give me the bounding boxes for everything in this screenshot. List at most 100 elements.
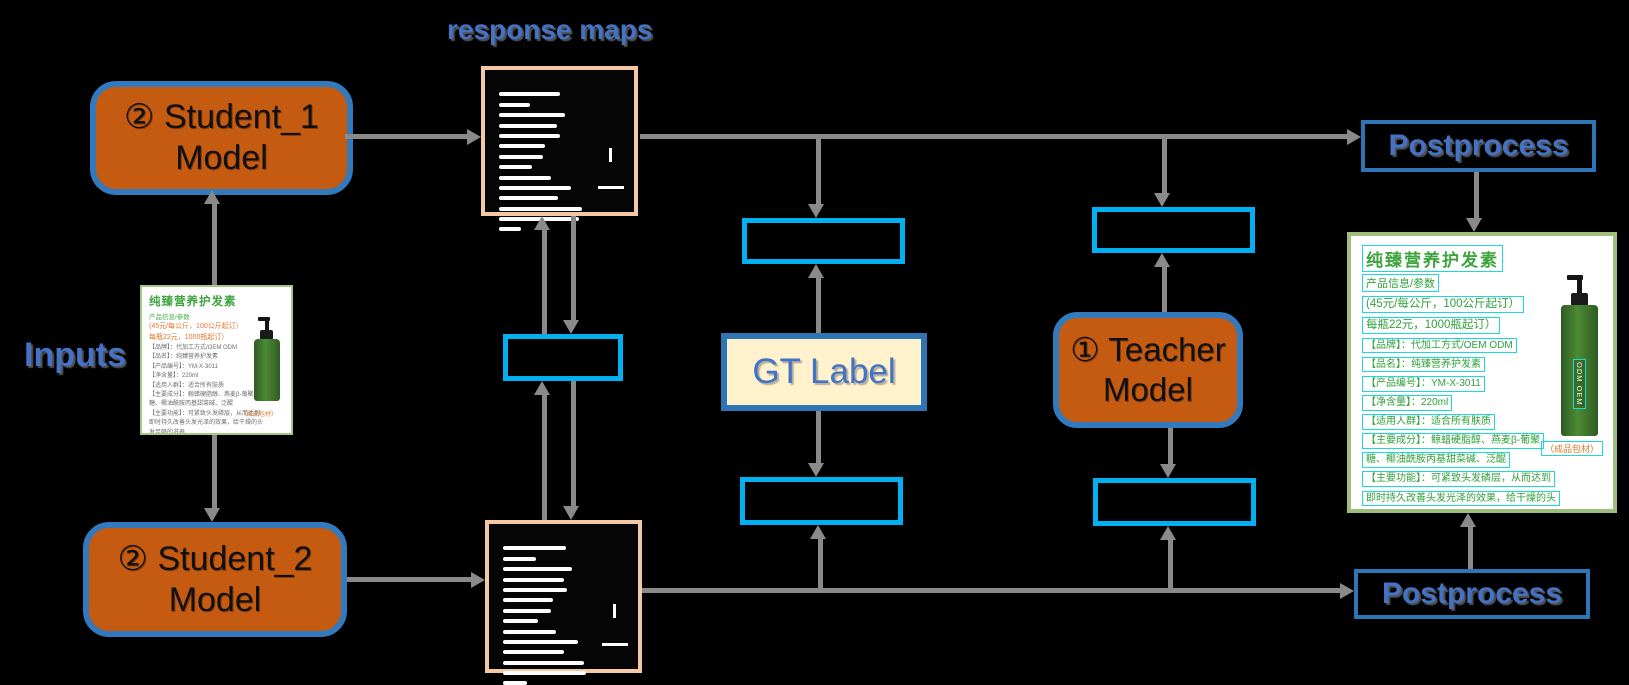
input-product-image: 纯臻营养护发素 产品信息/参数 (45元/每公斤，100公斤起订）每瓶22元，1… — [140, 285, 293, 435]
output-product-card: 纯臻营养护发素 产品信息/参数 (45元/每公斤，100公斤起订） 每瓶22元，1… — [1347, 232, 1617, 513]
response-line — [503, 556, 537, 561]
output-product-lines: (45元/每公斤，100公斤起订）每瓶22元，1000瓶起订）【品牌】：代加工方… — [1362, 295, 1605, 509]
input-product-text-line: 【品牌】：代加工方式/OEM ODM — [149, 344, 237, 351]
output-product-text-line: 糖、椰油酰胺丙基甜菜碱、泛醌 — [1362, 452, 1510, 468]
response-line — [503, 567, 572, 572]
output-product-text-line: 【主要成分】：鲸蜡硬脂醇、燕麦β-葡聚 — [1362, 433, 1545, 449]
response-line — [499, 227, 522, 232]
input-product-text-line: 【适用人群】：适合所有肤质 — [149, 382, 225, 389]
input-product-lines: (45元/每公斤，100公斤起订）每瓶22元，1000瓶起订）【品牌】：代加工方… — [149, 322, 286, 433]
output-product-text-line: 【品名】：纯臻营养护发素 — [1362, 356, 1485, 373]
arrow-teacher-to-teacherloss-bottom-head — [1160, 464, 1176, 478]
loss-box-teacher-top — [1092, 207, 1255, 253]
teacher-label-line1: ① Teacher — [1070, 331, 1226, 369]
arrow-input-to-student1-line — [212, 203, 217, 285]
gt-label-node: GT Label — [721, 333, 927, 411]
output-product-text-line: 即时持久改善头发光泽的效果，给干燥的头 — [1362, 490, 1560, 507]
diagram-title: response maps — [447, 14, 653, 45]
input-product-text-line: 【产品编号】：YM-X-3011 — [149, 363, 218, 370]
pump-collar-icon — [260, 330, 273, 340]
arrow-topline-to-teacherloss-head — [1154, 193, 1170, 207]
arrow-student1-to-map-line — [345, 134, 467, 139]
response-line — [503, 546, 567, 551]
inputs-label: Inputs — [24, 336, 126, 374]
arrow-gt-to-gtloss-bottom-line — [816, 411, 821, 464]
input-product-text-line: 每瓶22元，1000瓶起订） — [149, 333, 229, 341]
response-map-top-lines — [499, 92, 610, 232]
input-product-text-line: 【主要成分】：鲸蜡硬脂醇、燕麦β-葡聚 — [149, 392, 254, 398]
arrow-postprocess-to-card-line — [1474, 172, 1479, 218]
response-line — [499, 196, 558, 201]
output-product-title: 纯臻营养护发素 — [1362, 245, 1503, 272]
postprocess-bottom-label: Postprocess — [1381, 577, 1563, 610]
input-product-text-line: 糖、椰油酰胺丙基甜菜碱、泛醌 — [149, 401, 234, 408]
response-line — [499, 92, 560, 97]
response-line — [499, 185, 571, 190]
input-product-text-line: 【品名】：纯臻营养护发素 — [149, 354, 219, 361]
teacher-label-line2: Model — [1103, 371, 1193, 408]
loss-box-gt-bottom — [740, 477, 903, 525]
output-product-text-line: 每瓶22元，1000瓶起订） — [1362, 316, 1501, 335]
input-product-text-line: 【净含量】：220ml — [149, 373, 199, 380]
bottle-body — [254, 339, 280, 401]
response-map-bottom-tick — [613, 604, 616, 618]
input-product-subtitle: 产品信息/参数 — [149, 314, 190, 321]
bottle-body — [1561, 305, 1598, 436]
postprocess-top-node: Postprocess — [1361, 120, 1596, 172]
input-product-title: 纯臻营养护发素 — [149, 296, 237, 308]
response-line — [503, 587, 568, 592]
input-product-text-line: 【主要功能】：可紧致头发磷层，从而达到 — [149, 410, 261, 417]
bottle-label: ODM OEM — [1573, 359, 1586, 409]
arrow-student1-to-map-head — [467, 129, 481, 145]
arrow-gt-to-gtloss-bottom-head — [808, 463, 824, 477]
response-line — [503, 577, 564, 582]
response-line — [503, 598, 553, 603]
output-product-text-line: 【适用人群】：适合所有肤质 — [1362, 414, 1495, 430]
arrow-gt-to-gtloss-top-line — [816, 277, 821, 333]
arrow-middle-to-topmap-head — [534, 216, 550, 230]
pump-icon — [1577, 278, 1582, 294]
arrow-postprocess-to-card-head — [1466, 218, 1482, 232]
response-line — [499, 175, 552, 180]
response-line — [503, 608, 551, 613]
output-packaging-note: （成品包材） — [1541, 441, 1604, 456]
arrow-input-to-student2-head — [204, 508, 220, 522]
response-line — [499, 123, 557, 128]
arrow-middle-to-bottommap-head — [563, 506, 579, 520]
response-line — [499, 102, 530, 107]
student1-label-line2: Model — [175, 139, 268, 177]
output-product-subtitle: 产品信息/参数 — [1362, 274, 1440, 292]
output-product-text-line: 【产品编号】：YM-X-3011 — [1362, 376, 1485, 392]
arrow-teacher-to-teacherloss-top-line — [1162, 266, 1167, 312]
response-map-bottom-dash — [602, 643, 628, 646]
pump-nozzle-icon — [1567, 275, 1583, 280]
arrow-postprocess-bottom-to-card-head — [1460, 513, 1476, 527]
response-line — [503, 639, 579, 644]
arrow-student2-to-map-line — [347, 577, 471, 582]
arrow-bottomline-to-gtloss-head — [810, 525, 826, 539]
response-line — [503, 671, 587, 676]
response-line — [499, 206, 583, 211]
input-packaging-note: （成品包材） — [241, 412, 278, 418]
student1-label-line1: ② Student_1 — [124, 98, 319, 137]
arrow-topmap-to-middle-head — [563, 320, 579, 334]
response-map-top-tick — [609, 148, 612, 162]
response-line — [503, 629, 557, 634]
pump-nozzle-icon — [258, 317, 270, 321]
response-line — [499, 154, 544, 159]
arrow-postprocess-bottom-to-card-line — [1468, 526, 1473, 569]
arrow-bottommap-to-middle-line — [542, 395, 547, 520]
pump-collar-icon — [1571, 293, 1588, 306]
response-line — [503, 619, 539, 624]
student2-model-node: ② Student_2 Model — [83, 522, 347, 637]
arrow-bottomline-to-gtloss-line — [818, 538, 823, 590]
loss-box-gt-top — [742, 218, 905, 264]
response-map-top — [481, 66, 638, 232]
arrow-topmap-to-middle-line — [571, 216, 576, 320]
arrow-middle-to-topmap-line — [542, 230, 547, 334]
arrow-bottommap-to-middle-head — [534, 381, 550, 395]
output-product-text-line: (45元/每公斤，100公斤起订） — [1362, 295, 1525, 314]
teacher-model-node: ① Teacher Model — [1053, 312, 1243, 428]
arrow-teacher-to-teacherloss-bottom-line — [1168, 428, 1173, 464]
response-line — [503, 681, 528, 685]
